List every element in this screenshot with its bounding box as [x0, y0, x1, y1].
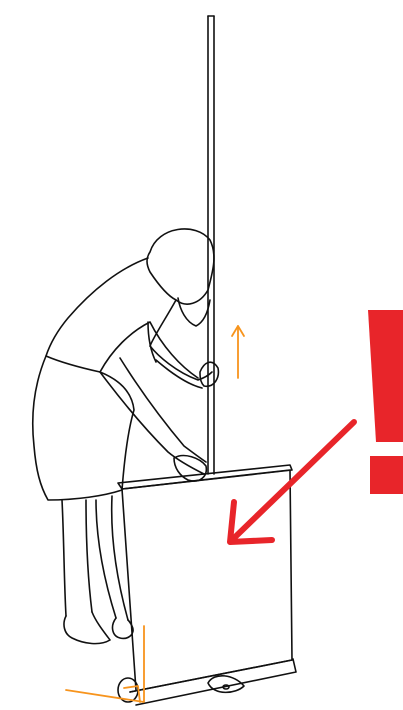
neck	[150, 300, 176, 346]
leg-left	[62, 500, 66, 616]
lower-arm	[100, 372, 204, 474]
leg-right	[96, 500, 116, 618]
telescopic-pole	[208, 16, 214, 474]
person-figure	[33, 229, 219, 644]
hair	[147, 229, 214, 304]
up-arrow-icon	[232, 326, 244, 378]
shoe-right	[113, 618, 134, 638]
banner-top-rail	[118, 465, 292, 489]
shoe-left	[64, 612, 110, 644]
diagonal-arrow-icon	[230, 422, 354, 542]
exclamation-icon	[368, 310, 403, 494]
skirt	[33, 356, 134, 500]
